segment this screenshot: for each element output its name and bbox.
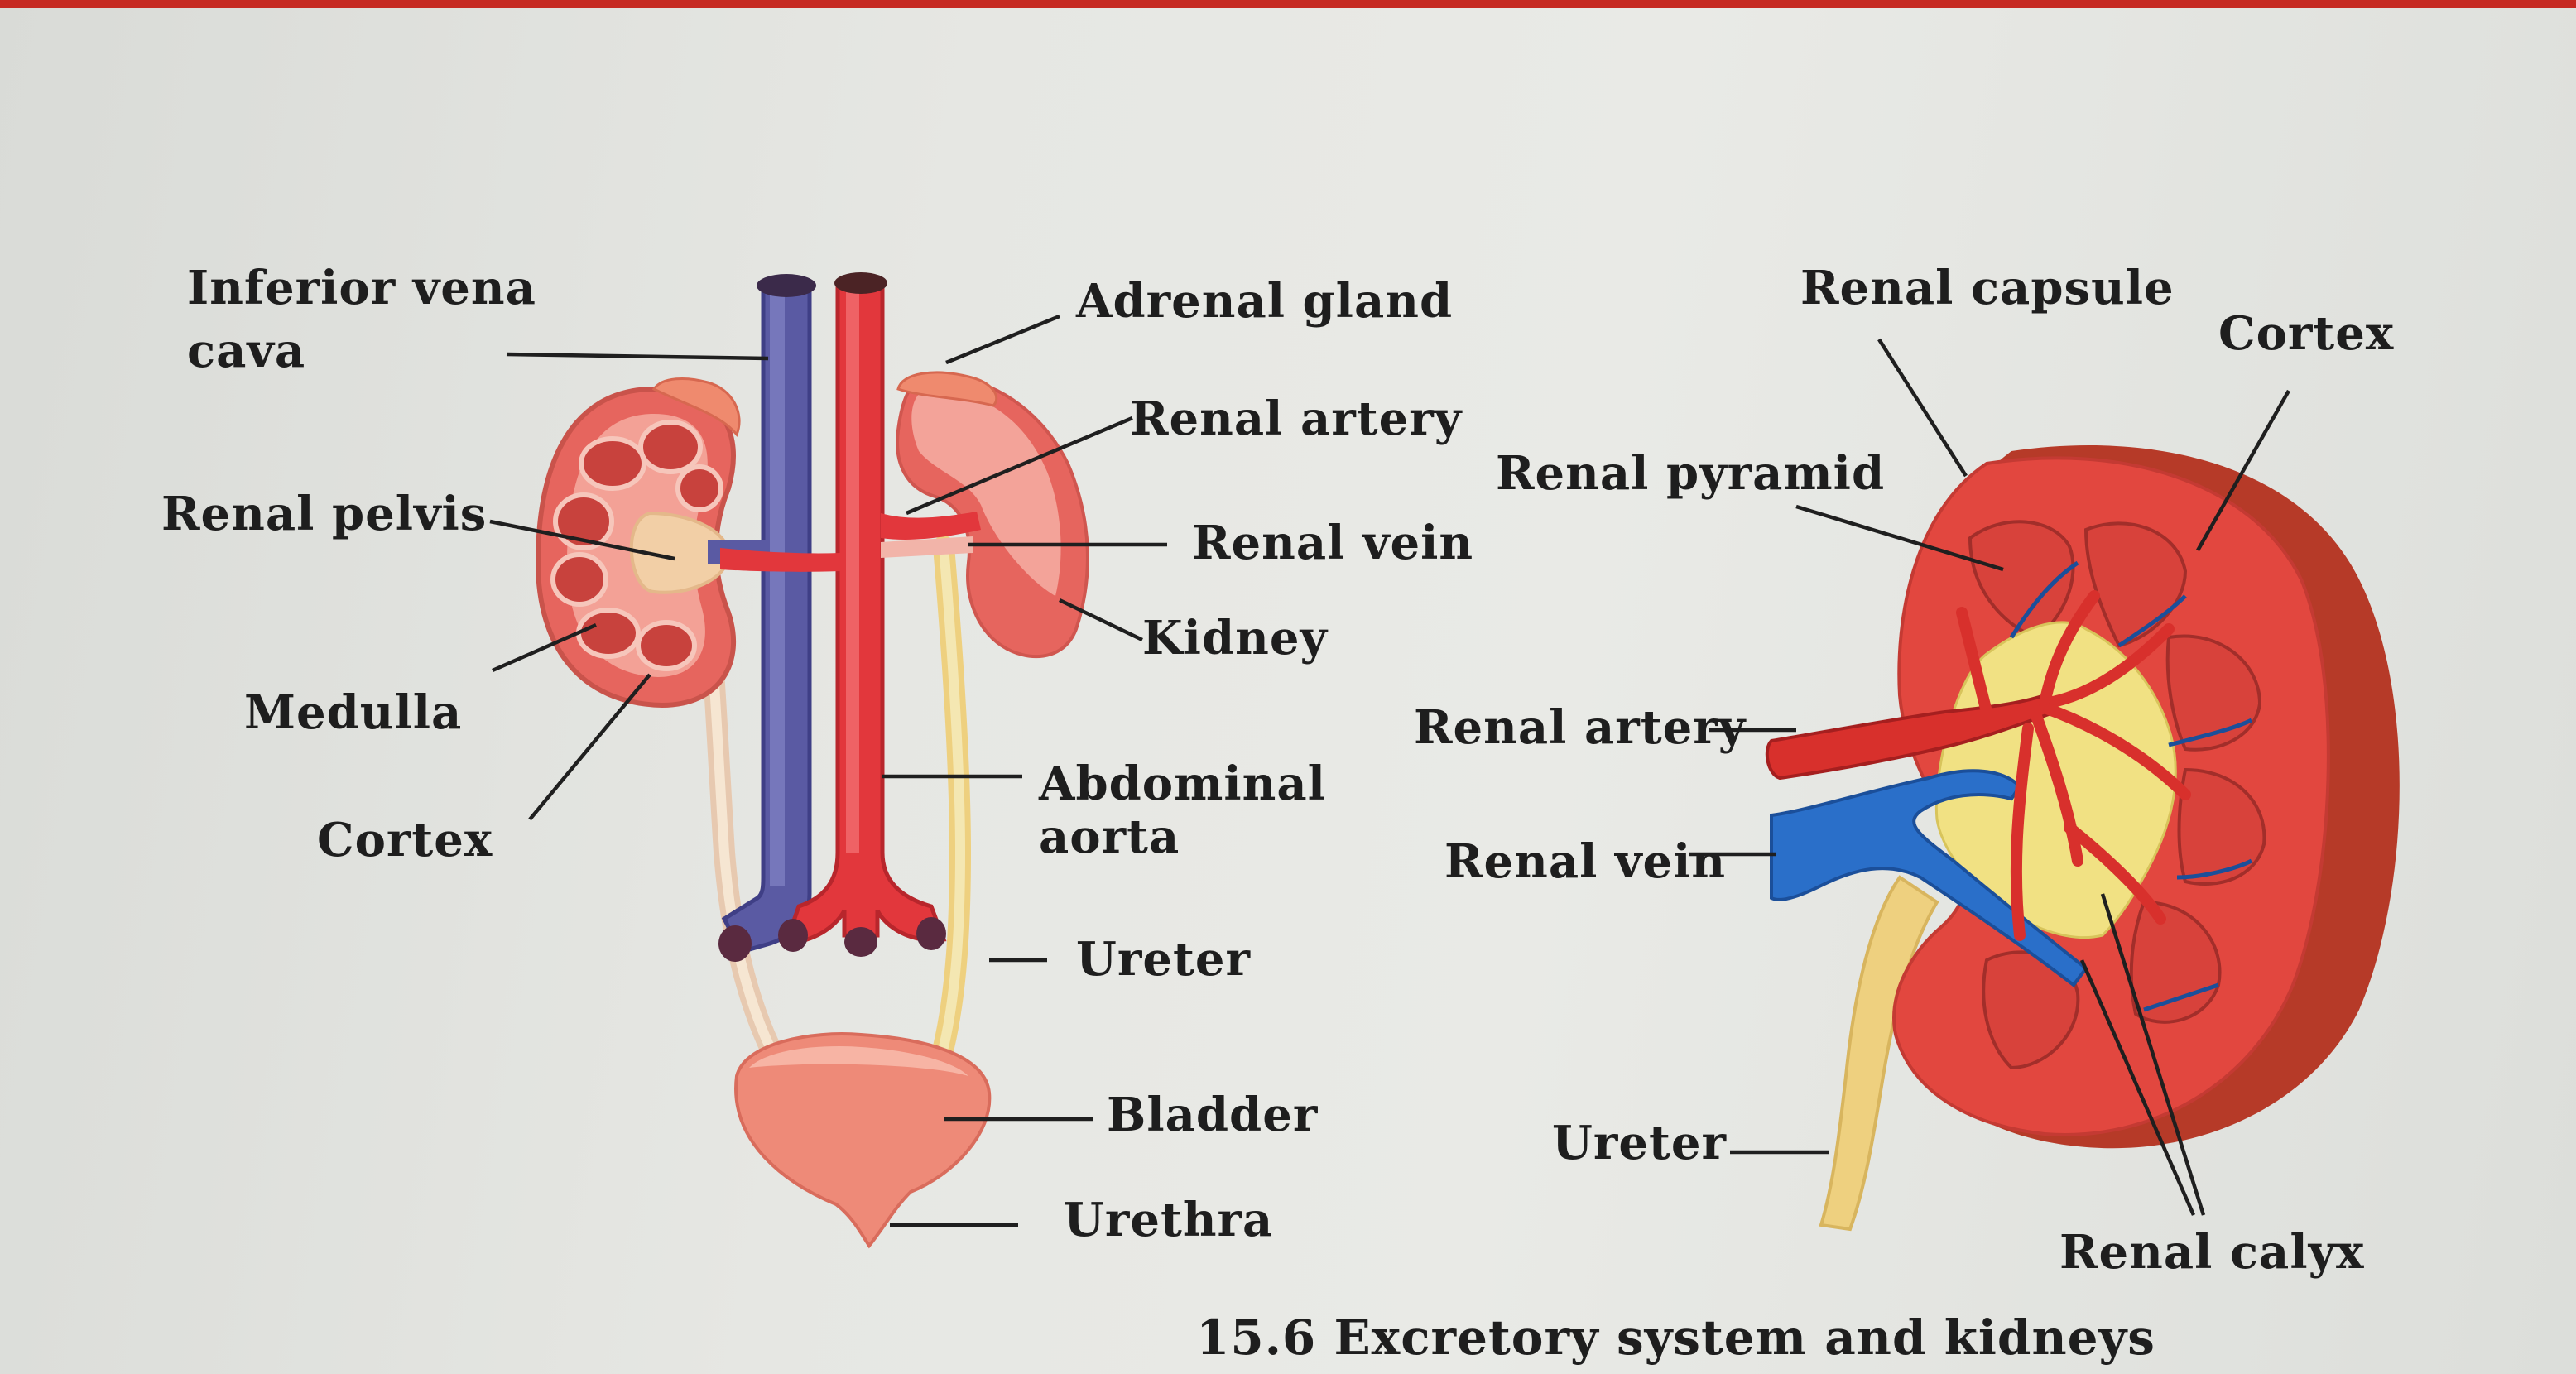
right-leader-lines (1689, 338, 2290, 1216)
label-inferior-vena-cava-line2: cava (187, 324, 305, 378)
label-ureter-left: Ureter (1076, 932, 1251, 987)
top-color-band (0, 0, 2576, 8)
figure-caption: 15.6 Excretory system and kidneys (1196, 1309, 2155, 1366)
left-labels: Inferior vena cava Adrenal gland Renal a… (161, 261, 1473, 1247)
label-renal-vein-right: Renal vein (1444, 834, 1726, 889)
vein-branches (2009, 560, 2253, 1012)
label-renal-capsule: Renal capsule (1800, 261, 2175, 315)
left-adrenal-gland (651, 377, 741, 437)
label-renal-artery-right: Renal artery (1414, 700, 1747, 755)
label-ureter-right: Ureter (1552, 1116, 1727, 1170)
label-renal-artery-left: Renal artery (1130, 392, 1463, 446)
right-adrenal-gland (896, 371, 998, 407)
label-medulla: Medulla (244, 685, 462, 740)
right-kidney (896, 374, 1089, 659)
excretory-system-figure (535, 272, 1089, 1249)
left-leader-lines (489, 314, 1167, 1227)
label-abdominal-aorta-line2: aorta (1039, 810, 1180, 864)
label-renal-pyramid: Renal pyramid (1496, 446, 1885, 501)
renal-artery-vessel (1765, 693, 2054, 781)
label-cortex-left: Cortex (317, 813, 493, 867)
artery-branches (1956, 590, 2191, 941)
label-urethra: Urethra (1064, 1193, 1273, 1247)
left-kidney-section (535, 386, 737, 709)
label-renal-pelvis: Renal pelvis (161, 487, 487, 541)
abdominal-aorta (720, 272, 981, 957)
label-renal-vein-left: Renal vein (1192, 516, 1473, 570)
label-inferior-vena-cava-line1: Inferior vena (187, 261, 536, 315)
label-cortex-right: Cortex (2218, 306, 2394, 361)
bladder (734, 1032, 992, 1249)
label-adrenal-gland: Adrenal gland (1075, 274, 1453, 329)
label-bladder: Bladder (1107, 1088, 1319, 1142)
kidney-section-figure (1765, 445, 2400, 1232)
label-kidney: Kidney (1142, 611, 1328, 665)
renal-vein-vessel (1770, 769, 2088, 987)
label-abdominal-aorta-line1: Abdominal (1038, 757, 1326, 811)
right-labels: Renal capsule Cortex Renal pyramid Renal… (1414, 261, 2394, 1280)
label-renal-calyx: Renal calyx (2059, 1225, 2365, 1280)
